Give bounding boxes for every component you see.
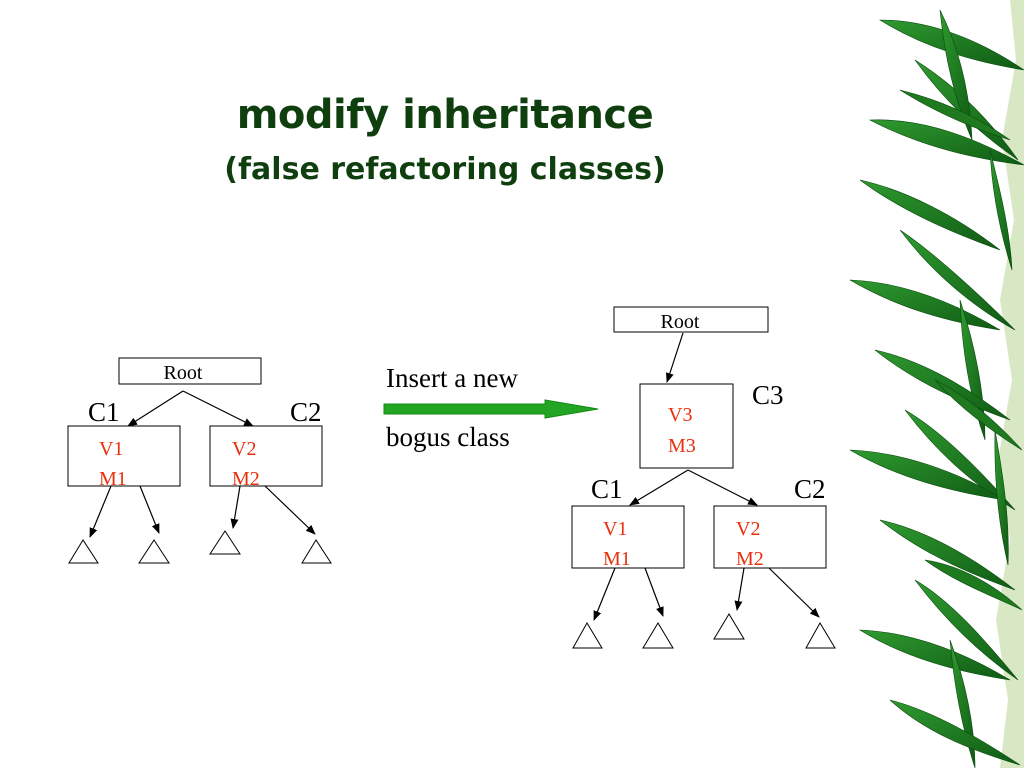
right-edge-c2 bbox=[687, 469, 758, 506]
left-subclass-triangle-icon bbox=[138, 539, 170, 564]
left-edge-sub3 bbox=[230, 485, 241, 529]
right-edge-sub4 bbox=[768, 567, 820, 618]
right-edge-c1 bbox=[629, 469, 689, 506]
left-root-box bbox=[118, 357, 262, 385]
left-edge-sub4 bbox=[264, 485, 316, 535]
left-root-label: Root bbox=[164, 362, 203, 384]
slide-subtitle: (false refactoring classes) bbox=[224, 152, 666, 187]
right-arrow-icon bbox=[383, 399, 599, 419]
right-c2-label: C2 bbox=[794, 474, 826, 504]
right-c3-method: M3 bbox=[668, 435, 696, 457]
right-c3-var: V3 bbox=[668, 404, 692, 426]
left-c2-method: M2 bbox=[232, 468, 260, 490]
right-edge-sub1 bbox=[593, 567, 616, 621]
right-subclass-triangle-icon bbox=[805, 622, 836, 649]
transition-text-line2: bogus class bbox=[386, 422, 510, 452]
transition-text-line1: Insert a new bbox=[386, 363, 518, 393]
left-edge-c2 bbox=[182, 390, 254, 427]
right-subclass-triangle-icon bbox=[713, 613, 745, 640]
left-subclass-triangle-icon bbox=[301, 539, 332, 564]
right-c3-box bbox=[639, 383, 734, 469]
right-edge-sub3 bbox=[734, 567, 745, 611]
right-subclass-triangle-icon bbox=[642, 622, 674, 649]
slide-title: modify inheritance bbox=[236, 92, 654, 138]
left-c2-var: V2 bbox=[232, 438, 256, 460]
right-c1-box bbox=[571, 505, 685, 569]
right-root-label: Root bbox=[661, 311, 700, 333]
right-c3-label: C3 bbox=[752, 380, 784, 410]
left-c1-method: M1 bbox=[99, 468, 127, 490]
left-tree: Root C1 C2 V1 M1 V2 M2 bbox=[67, 357, 332, 564]
right-subclass-triangle-icon bbox=[572, 622, 603, 649]
right-root-box bbox=[613, 306, 769, 333]
left-c2-label: C2 bbox=[290, 397, 322, 427]
left-subclass-triangle-icon bbox=[68, 539, 99, 564]
right-c2-method: M2 bbox=[736, 548, 764, 570]
left-edge-sub2 bbox=[139, 485, 160, 534]
left-c1-box bbox=[67, 425, 181, 487]
left-edge-c1 bbox=[127, 390, 184, 427]
right-c1-var: V1 bbox=[603, 518, 627, 540]
left-subclass-triangle-icon bbox=[209, 530, 241, 555]
right-tree: Root C3 V3 M3 C1 C2 V1 M1 V2 M2 bbox=[571, 306, 836, 649]
left-edge-sub1 bbox=[89, 485, 112, 538]
transition: Insert a new bogus class bbox=[383, 363, 599, 452]
left-c2-box bbox=[209, 425, 323, 487]
right-c2-box bbox=[713, 505, 827, 569]
bamboo-leaves-icon bbox=[849, 0, 1024, 768]
right-edge-sub2 bbox=[644, 567, 664, 617]
left-c1-label: C1 bbox=[88, 397, 120, 427]
right-edge-root-c3 bbox=[665, 332, 684, 383]
right-c1-method: M1 bbox=[603, 548, 631, 570]
right-c1-label: C1 bbox=[591, 474, 623, 504]
left-c1-var: V1 bbox=[99, 438, 123, 460]
right-c2-var: V2 bbox=[736, 518, 760, 540]
